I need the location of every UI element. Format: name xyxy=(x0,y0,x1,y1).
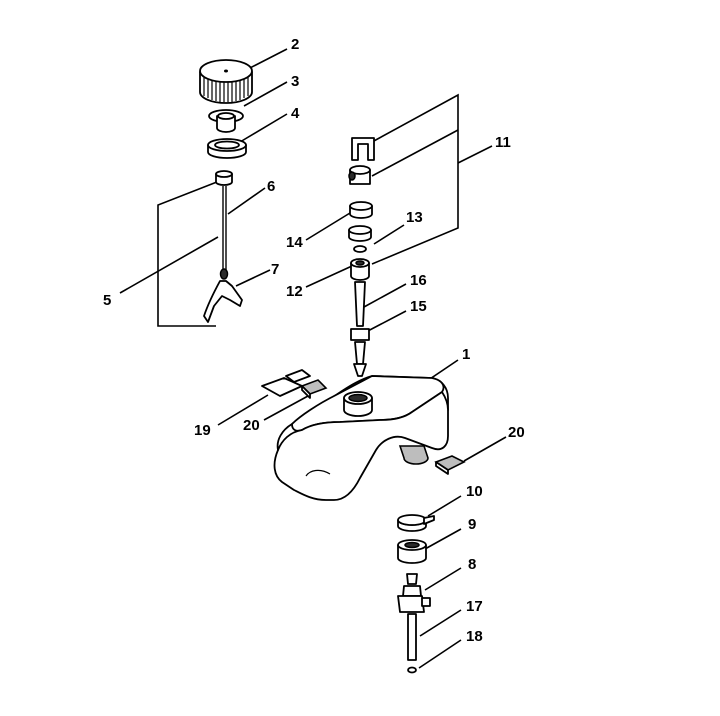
vibration-pads xyxy=(261,369,466,475)
callout-14: 14 xyxy=(286,234,303,251)
fuel-tank xyxy=(273,375,449,501)
callout-11: 11 xyxy=(495,134,511,151)
callout-5: 5 xyxy=(103,292,111,309)
fuel-cap xyxy=(199,59,253,104)
leader-lines xyxy=(119,48,507,669)
callout-12: 12 xyxy=(286,283,303,300)
callout-18: 18 xyxy=(466,628,483,645)
lower-fitting-stack xyxy=(397,514,435,674)
callout-20-right: 20 xyxy=(508,424,525,441)
cap-retainer xyxy=(208,109,244,133)
callout-13: 13 xyxy=(406,209,423,226)
pickup-parts xyxy=(348,137,375,281)
callout-10: 10 xyxy=(466,483,483,500)
callout-20-left: 20 xyxy=(243,417,260,434)
callout-15: 15 xyxy=(410,298,427,315)
callout-2: 2 xyxy=(291,36,299,53)
callout-1: 1 xyxy=(462,346,470,363)
callout-6: 6 xyxy=(267,178,275,195)
callout-9: 9 xyxy=(468,516,476,533)
seal-ring xyxy=(207,138,247,159)
callout-7: 7 xyxy=(271,261,279,278)
strainer-assembly xyxy=(203,170,243,323)
callout-16: 16 xyxy=(410,272,427,289)
callout-17: 17 xyxy=(466,598,483,615)
callout-labels: 2 3 4 6 7 5 11 14 13 12 16 15 1 19 20 20… xyxy=(103,36,525,645)
callout-3: 3 xyxy=(291,73,299,90)
fuel-hose xyxy=(350,281,370,377)
callout-4: 4 xyxy=(291,105,300,122)
callout-19: 19 xyxy=(194,422,211,439)
callout-8: 8 xyxy=(468,556,476,573)
